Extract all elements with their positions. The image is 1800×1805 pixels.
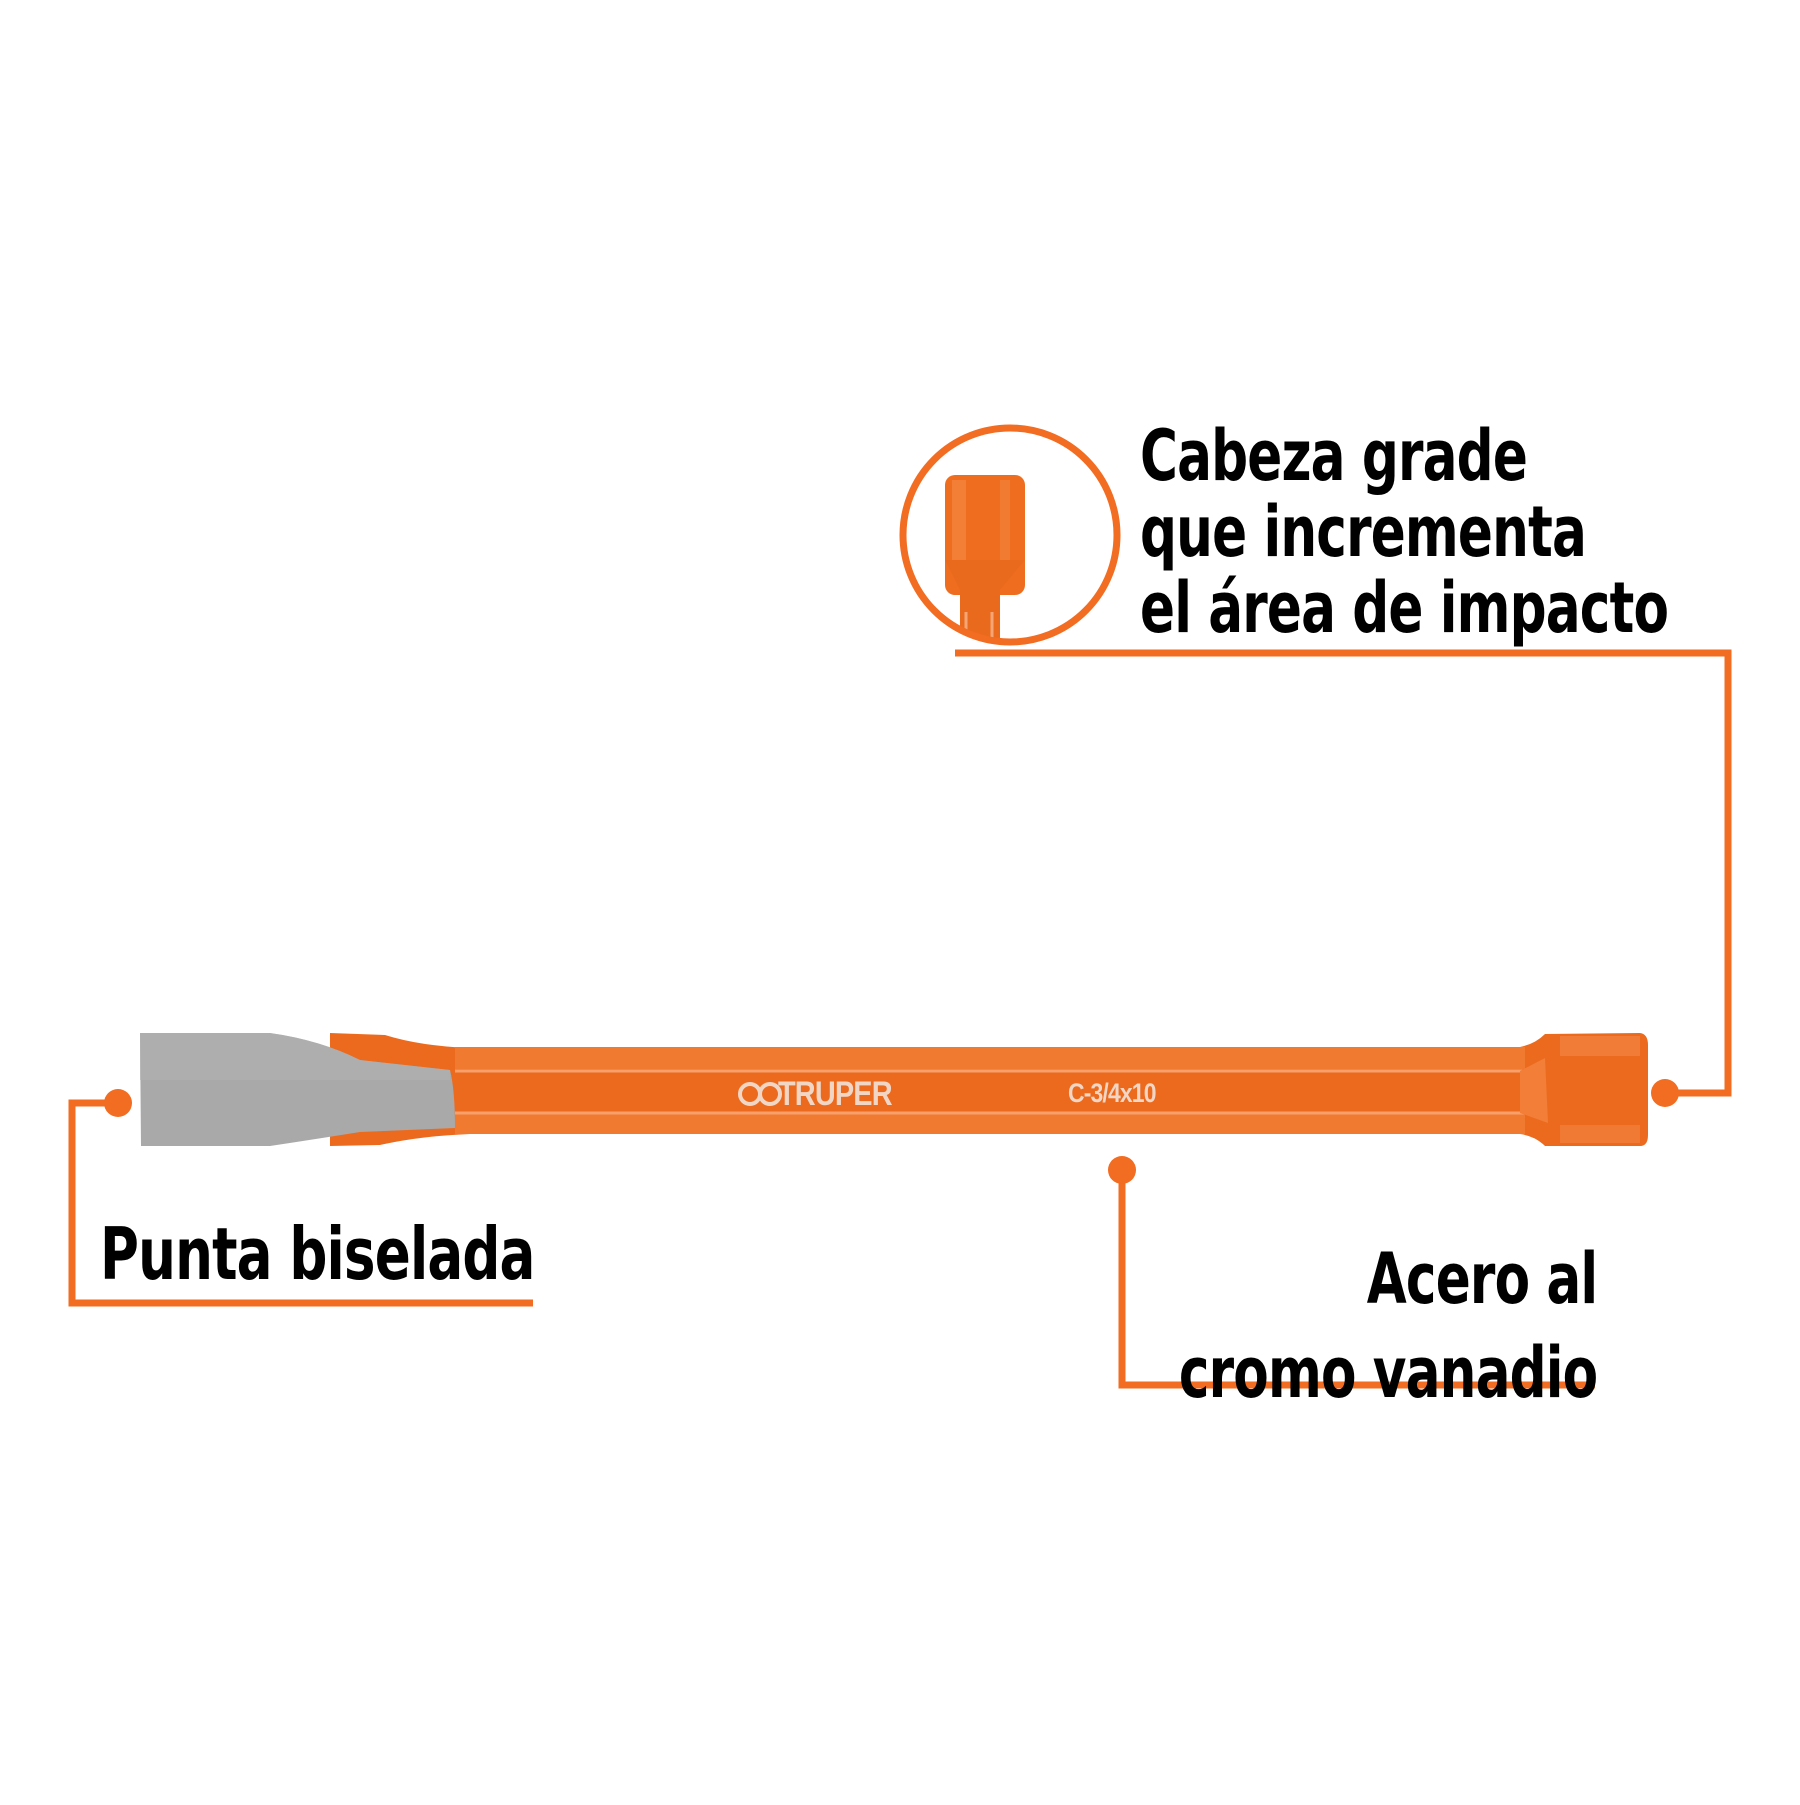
head-connector-dot — [1651, 1079, 1679, 1107]
callout-steel-line-2: cromo vanadio — [1178, 1332, 1598, 1414]
callout-tip: Punta biselada — [100, 1218, 535, 1290]
tip-connector-line — [68, 1099, 533, 1307]
model-engraving: C-3/4x10 — [1068, 1078, 1156, 1108]
callout-head-line-2: que incrementa — [1140, 491, 1587, 573]
tip-connector-dot — [104, 1089, 132, 1117]
steel-connector-dot — [1108, 1156, 1136, 1184]
chisel-body — [140, 1033, 1648, 1146]
callout-head-line-3: el área de impacto — [1140, 567, 1669, 649]
steel-connector-line — [1118, 1172, 1595, 1389]
callout-tip-line-1: Punta biselada — [100, 1212, 535, 1296]
head-detail-icon — [899, 424, 1121, 646]
callout-head: Cabeza grade que incrementa el área de i… — [1140, 415, 1669, 649]
callout-steel: Acero al cromo vanadio — [1178, 1232, 1598, 1420]
head-connector-line — [955, 649, 1732, 1097]
connector-dots — [104, 1079, 1679, 1184]
truper-logo-icon — [738, 1082, 782, 1106]
brand-engraving: TRUPER — [778, 1075, 893, 1113]
connector-lines — [68, 649, 1732, 1389]
callout-steel-line-1: Acero al — [1366, 1238, 1598, 1320]
callout-head-line-1: Cabeza grade — [1140, 415, 1528, 497]
